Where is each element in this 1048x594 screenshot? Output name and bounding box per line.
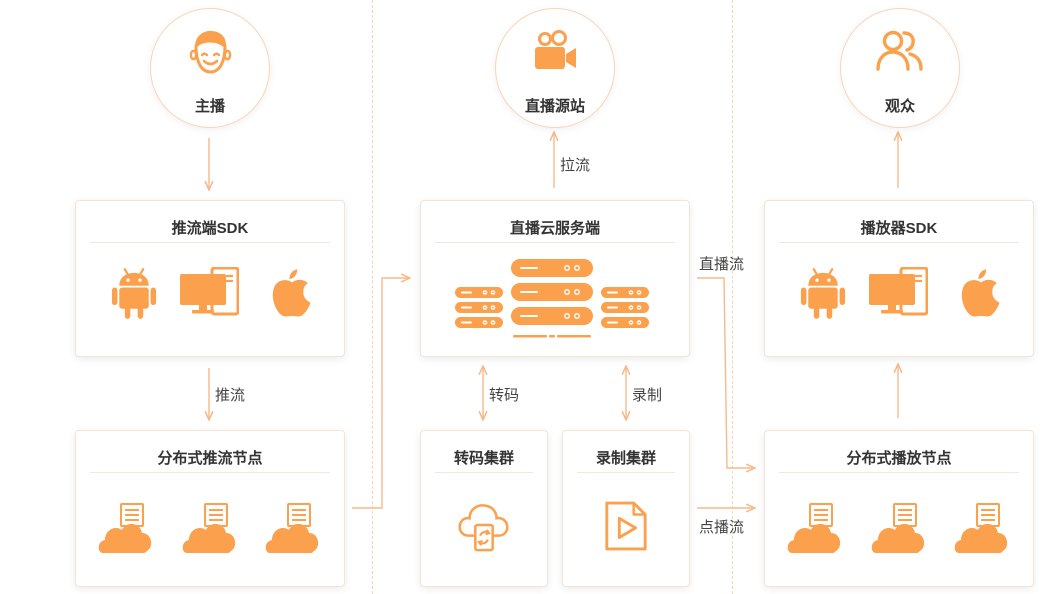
node-transcode-cluster: 转码集群 [420, 430, 548, 587]
cloud-server-icon [182, 503, 236, 553]
push-sdk-title: 推流端SDK [171, 220, 249, 237]
anchor-label: 主播 [194, 98, 225, 115]
node-play-nodes: 分布式播放节点 [764, 430, 1034, 587]
player-sdk-title: 播放器SDK [860, 220, 938, 237]
apple-icon [961, 269, 1000, 317]
push-nodes-title: 分布式推流节点 [157, 450, 263, 467]
cloud-server-icon [954, 503, 1008, 553]
column-divider-left [372, 0, 373, 594]
divider [90, 472, 330, 473]
cloud-server-icon [871, 503, 925, 553]
node-cloud-server: 直播云服务端 [420, 200, 690, 357]
android-icon [800, 268, 846, 319]
node-push-nodes: 分布式推流节点 [75, 430, 345, 587]
column-divider-right [732, 0, 733, 594]
pc-monitor-icon [869, 267, 928, 316]
label-push: 推流 [215, 387, 246, 404]
divider [577, 472, 675, 473]
android-icon [111, 268, 157, 319]
arrow-cloud-to-play-nodes [697, 277, 755, 468]
users-icon [876, 30, 923, 71]
label-live-stream: 直播流 [699, 256, 745, 273]
server-rack-icon [455, 259, 649, 338]
play-nodes-title: 分布式播放节点 [846, 450, 952, 467]
node-push-sdk: 推流端SDK [75, 200, 345, 357]
record-cluster-title: 录制集群 [595, 450, 656, 467]
node-anchor: 主播 [150, 8, 270, 128]
audience-label: 观众 [884, 98, 915, 115]
divider [435, 472, 533, 473]
anchor-face-icon [189, 30, 232, 74]
divider [779, 242, 1019, 243]
cloud-server-icon [265, 503, 319, 553]
pc-monitor-icon [180, 267, 239, 316]
video-camera-icon [535, 30, 576, 69]
label-pull: 拉流 [560, 157, 591, 174]
cloud-server-icon [787, 503, 841, 553]
transcode-cluster-title: 转码集群 [453, 450, 514, 467]
node-player-sdk: 播放器SDK [764, 200, 1034, 357]
arrow-push-nodes-to-cloud [352, 278, 410, 509]
divider [779, 472, 1019, 473]
cloud-server-title: 直播云服务端 [509, 220, 600, 237]
node-audience: 观众 [840, 8, 960, 128]
cloud-server-icon [98, 503, 152, 553]
divider [435, 242, 675, 243]
label-vod-stream: 点播流 [699, 519, 745, 536]
node-record-cluster: 录制集群 [562, 430, 690, 587]
label-transcode: 转码 [489, 387, 520, 404]
apple-icon [272, 269, 311, 317]
video-file-icon [605, 501, 647, 551]
divider [90, 242, 330, 243]
cloud-sync-icon [458, 504, 509, 552]
origin-label: 直播源站 [524, 98, 585, 115]
node-origin: 直播源站 [495, 8, 615, 128]
label-record: 录制 [632, 387, 663, 404]
